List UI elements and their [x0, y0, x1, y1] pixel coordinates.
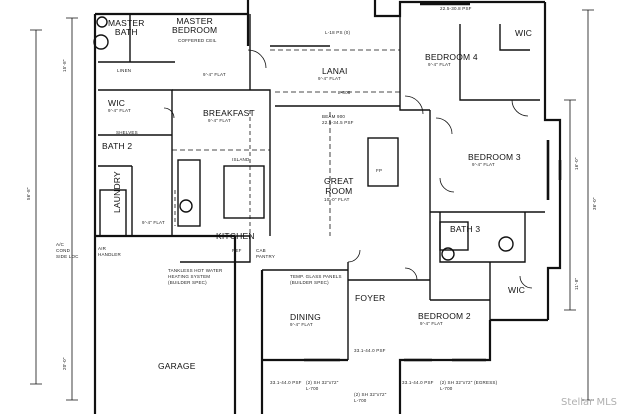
window-pressure-dining: 33.1-44.0 PSF — [270, 380, 302, 385]
room-label-foyer: FOYER — [355, 293, 386, 303]
refrigerator-note: REF — [232, 248, 242, 253]
window-tag-bedroom-2: (2) SH 32"x72" (EGRESS)L-700 — [440, 380, 498, 391]
dimension-left-upper: 15'-8" — [62, 59, 67, 72]
ceiling-note-bedroom-2: 9'-4" FLAT — [420, 321, 443, 326]
ceiling-note-breakfast: 9'-4" FLAT — [208, 118, 231, 123]
master-bedroom-ceiling-note: COFFERED CEIL — [178, 38, 217, 43]
header-note-lanai: L-18 PS (0) — [325, 30, 351, 35]
room-label-breakfast: BREAKFAST — [203, 108, 255, 118]
ceiling-note-laundry: 9'-4" FLAT — [142, 220, 165, 225]
window-pressure-foyer: 33.1-44.0 PSF — [354, 348, 386, 353]
dimension-right-bedroom-3: 16'-0" — [574, 157, 579, 170]
room-label-bath-3: BATH 3 — [450, 224, 481, 234]
room-label-kitchen: KITCHEN — [216, 231, 255, 241]
exterior-wall-front-left — [260, 270, 348, 414]
shelves-note: SHELVES — [116, 130, 138, 135]
room-label-bath-2: BATH 2 — [102, 141, 133, 151]
room-label-lanai: LANAI — [322, 66, 348, 76]
room-label-wic-master: WIC — [108, 98, 126, 108]
ceiling-note-dining: 9'-4" FLAT — [290, 322, 313, 327]
exterior-wall-right — [543, 2, 562, 320]
room-label-wic-bedroom-4: WIC — [515, 28, 533, 38]
room-label-garage: GARAGE — [158, 361, 196, 371]
ceiling-note-great-room: 10'-0" FLAT — [324, 197, 350, 202]
dimension-left-overall: 56'-8" — [26, 187, 31, 200]
exterior-wall-front — [398, 318, 548, 414]
room-label-bedroom-4: BEDROOM 4 — [425, 52, 478, 62]
dimension-right-overall: 36'-0" — [592, 197, 597, 210]
ceiling-note-wic: 9'-4" FLAT — [108, 108, 131, 113]
ceiling-note-master: 9'-4" FLAT — [203, 72, 226, 77]
dimension-right-lower: 11'-8" — [574, 277, 579, 290]
ceiling-note-bedroom-3: 9'-4" FLAT — [472, 162, 495, 167]
room-label-linen: LINEN — [117, 68, 132, 73]
header-note-mid: L-808 — [338, 90, 351, 95]
window-note-bedroom-4: 22.5-30.8 PSF — [440, 6, 472, 11]
glass-panels-note: TEMP. GLASS PANELS(BUILDER SPEC) — [290, 274, 342, 285]
window-tag-foyer: (2) SH 32"x72"L-700 — [354, 392, 387, 403]
window-pressure-bedroom-2: 33.1-44.0 PSF — [402, 380, 434, 385]
exterior-wall-top — [246, 0, 545, 18]
fireplace-label: FP — [376, 168, 383, 173]
dimension-left-lower: 20'-0" — [62, 357, 67, 370]
island-note: ISLAND — [232, 157, 250, 162]
room-label-dining: DINING — [290, 312, 321, 322]
ceiling-note-lanai: 9'-4" FLAT — [318, 76, 341, 81]
room-label-bedroom-3: BEDROOM 3 — [468, 152, 521, 162]
room-label-laundry: LAUNDRY — [112, 171, 122, 213]
room-label-wic-bedroom-2: WIC — [508, 285, 526, 295]
ceiling-note-bedroom-4: 9'-4" FLAT — [428, 62, 451, 67]
room-label-bedroom-2: BEDROOM 2 — [418, 311, 471, 321]
watermark-text: Stellar MLS — [561, 397, 617, 408]
window-tag-dining: (2) SH 32"x72"L-700 — [306, 380, 339, 391]
